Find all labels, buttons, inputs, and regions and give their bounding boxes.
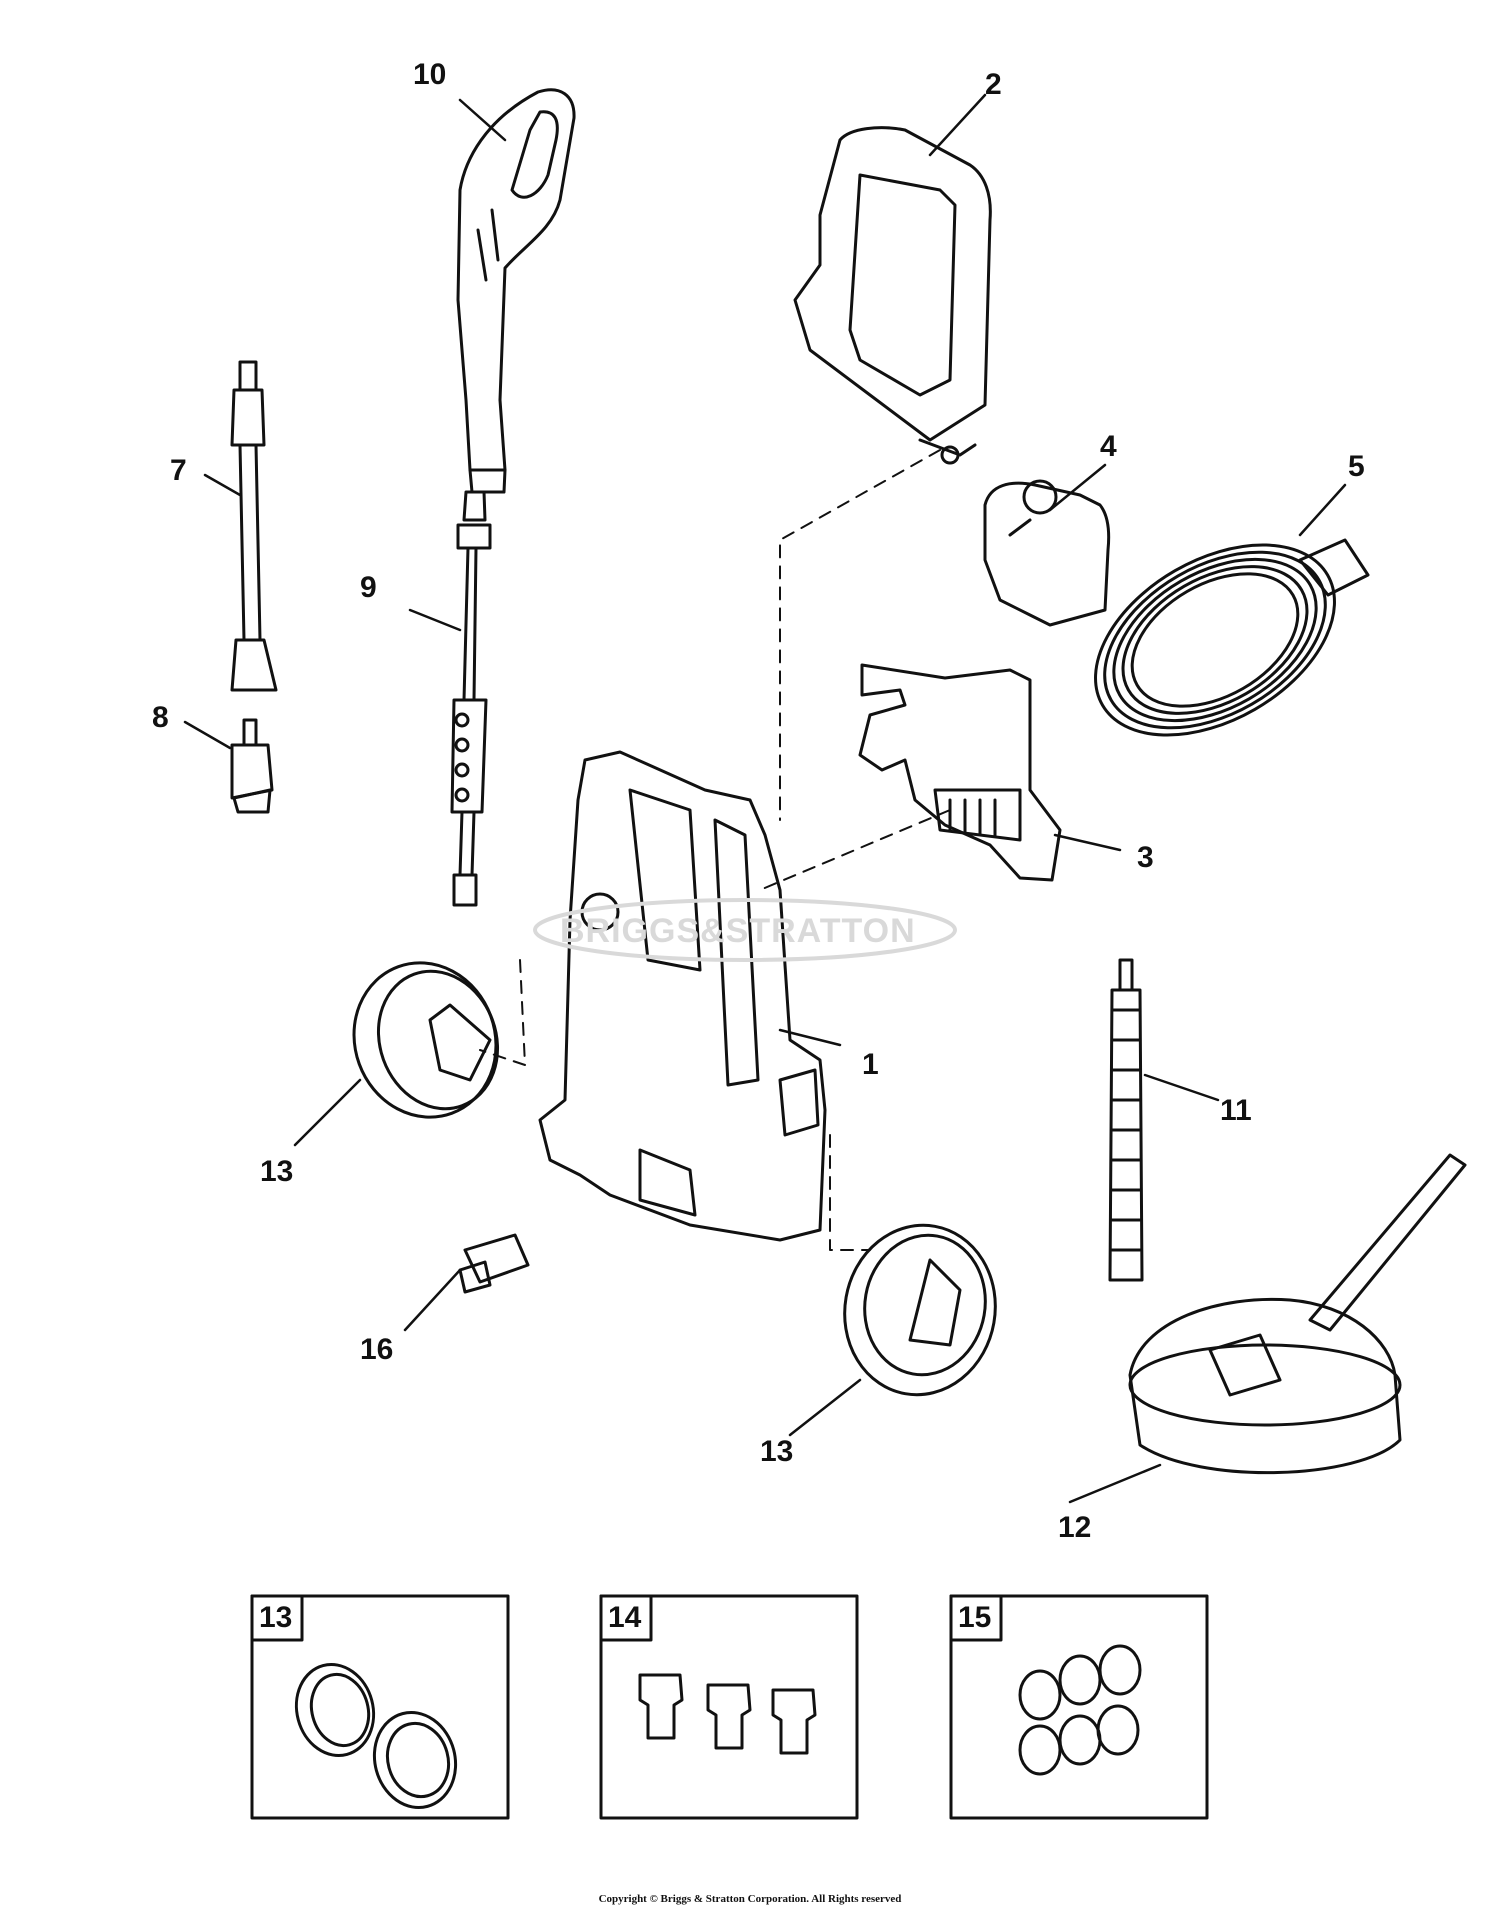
part-5-hose-coil[interactable] (1062, 506, 1370, 775)
callout-7[interactable]: 7 (170, 454, 187, 487)
watermark-text: BRIGGS&STRATTON (560, 912, 916, 950)
callout-3[interactable]: 3 (1137, 841, 1154, 874)
kit-box-14 (599, 1594, 859, 1820)
kit-box-13-number[interactable]: 13 (259, 1601, 293, 1634)
part-8-nozzle[interactable] (230, 718, 274, 814)
part-13-wheel-left[interactable] (333, 943, 518, 1137)
kit-box-15 (949, 1594, 1209, 1820)
callout-5[interactable]: 5 (1348, 450, 1365, 483)
part-7-wand[interactable] (230, 360, 278, 692)
callout-11[interactable]: 11 (1220, 1094, 1252, 1127)
part-13-wheel-right[interactable] (831, 1213, 1008, 1406)
callout-2[interactable]: 2 (985, 68, 1002, 101)
copyright-notice: Copyright © Briggs & Stratton Corporatio… (598, 1893, 902, 1905)
leader-lines (183, 93, 1347, 1504)
callout-16[interactable]: 16 (360, 1333, 394, 1366)
part-2-holder[interactable] (793, 126, 992, 465)
part-16-inlet-fitting[interactable] (458, 1233, 530, 1294)
callout-13-left[interactable]: 13 (260, 1155, 294, 1188)
watermark-logo (533, 898, 957, 962)
part-11-extension[interactable] (1108, 958, 1144, 1282)
part-3-caddy[interactable] (858, 663, 1062, 882)
part-12-surface-cleaner[interactable] (1128, 1153, 1467, 1475)
kit-box-13 (250, 1594, 510, 1820)
assembly-lines (479, 449, 951, 1251)
part-1-main-unit[interactable] (538, 750, 827, 1242)
callout-12[interactable]: 12 (1058, 1511, 1092, 1544)
part-9-spray-lance[interactable] (450, 490, 492, 907)
callout-9[interactable]: 9 (360, 571, 377, 604)
kit-box-14-number[interactable]: 14 (608, 1601, 642, 1634)
callout-10[interactable]: 10 (413, 58, 447, 91)
callout-4[interactable]: 4 (1100, 430, 1117, 463)
callout-8[interactable]: 8 (152, 701, 169, 734)
part-10-spray-gun[interactable] (456, 88, 576, 494)
callout-13-right[interactable]: 13 (760, 1435, 794, 1468)
kit-box-15-number[interactable]: 15 (958, 1601, 992, 1634)
callout-1[interactable]: 1 (862, 1048, 879, 1081)
part-4-cover[interactable] (983, 479, 1111, 627)
